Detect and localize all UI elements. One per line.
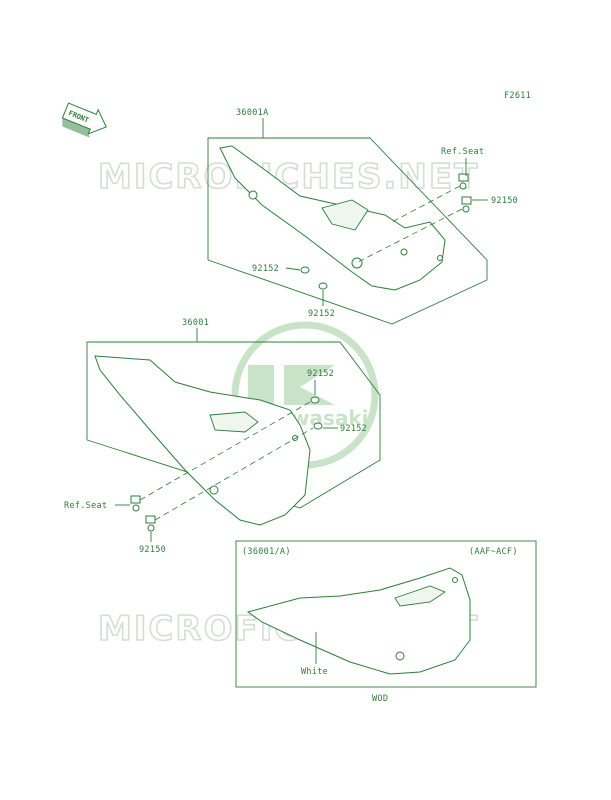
variant-color-label: White (301, 667, 328, 677)
callout-mid-washer-top: 92152 (307, 369, 334, 379)
mid-bolt-ref-seat (130, 495, 141, 512)
callout-top-assembly: 36001A (236, 108, 269, 118)
variant-box: (36001/A) (AAF~ACF) White WOD (235, 540, 537, 704)
top-bolt-92150 (461, 196, 472, 213)
top-washer-left (300, 266, 310, 274)
mid-washer-top (310, 396, 320, 404)
middle-assembly: 36001 92152 92152 Ref.Seat 92150 (64, 318, 381, 555)
variant-part-label: (36001/A) (242, 547, 291, 557)
callout-mid-washer-right: 92152 (340, 424, 367, 434)
callout-top-bolt: 92150 (491, 196, 518, 206)
top-washer-bottom (318, 282, 328, 290)
top-assembly: 36001A Ref.Seat 92150 92152 92152 (207, 108, 518, 325)
variant-range-label: (AAF~ACF) (469, 547, 518, 557)
callout-mid-assembly: 36001 (182, 318, 209, 328)
mid-washer-right (313, 422, 323, 430)
callout-top-ref-seat: Ref.Seat (441, 147, 484, 157)
callout-mid-ref-seat: Ref.Seat (64, 501, 107, 511)
callout-mid-bolt: 92150 (139, 545, 166, 555)
callout-top-washer-left: 92152 (252, 264, 279, 274)
front-arrow-icon: FRONT (61, 102, 107, 138)
mid-bolt-92150 (145, 515, 156, 532)
variant-caption: WOD (372, 694, 388, 704)
callout-top-washer-bottom: 92152 (308, 309, 335, 319)
figure-id: F2611 (504, 91, 531, 101)
